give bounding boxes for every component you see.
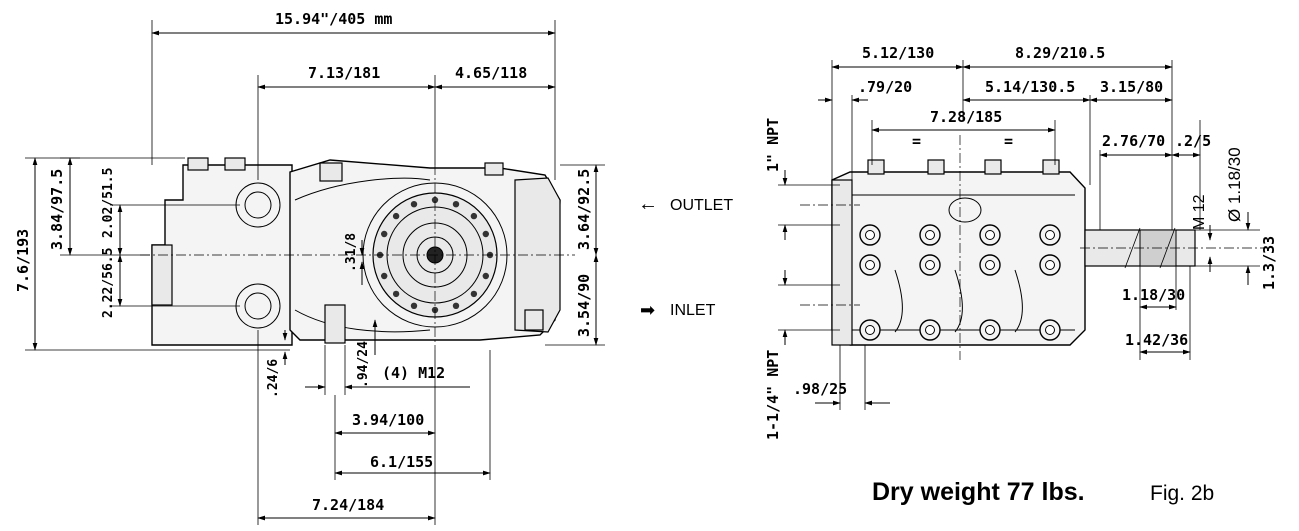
dim-overall-length: 15.94"/405 mm bbox=[275, 10, 392, 28]
flange-bolt bbox=[381, 230, 388, 238]
head-bolt-grid bbox=[859, 224, 1061, 341]
dim-24-6: .24/6 bbox=[266, 359, 281, 398]
right-dimension-lines bbox=[778, 60, 1260, 410]
dim-94-24: .94/24 bbox=[356, 341, 371, 388]
flange-bolt bbox=[410, 201, 418, 208]
dim-7-24-184: 7.24/184 bbox=[312, 496, 384, 514]
outlet-label: OUTLET bbox=[670, 197, 733, 214]
flange-bolt-ring bbox=[376, 196, 494, 314]
flange-bolt bbox=[410, 302, 418, 309]
flange-bolt bbox=[392, 290, 400, 298]
dim-3-64-92-5: 3.64/92.5 bbox=[575, 169, 593, 250]
left-dimension-labels: 15.94"/405 mm 7.13/181 4.65/118 7.6/193 … bbox=[14, 10, 593, 514]
dim-8-29-210-5: 8.29/210.5 bbox=[1015, 44, 1105, 62]
outlet-arrow: ← bbox=[638, 193, 658, 215]
flange-bolt bbox=[482, 272, 489, 280]
flange-bolt bbox=[470, 290, 478, 298]
dim-2-5: .2/5 bbox=[1175, 132, 1211, 150]
head-bolt-center bbox=[1045, 325, 1055, 335]
dim-98-25: .98/25 bbox=[793, 380, 847, 398]
head-bolt-center bbox=[985, 230, 995, 240]
dim-1-npt: 1" NPT bbox=[764, 118, 782, 172]
dim-31-8: .31/8 bbox=[344, 233, 359, 272]
figure-caption: Fig. 2b bbox=[1150, 482, 1214, 505]
right-dimension-labels: 5.12/130 8.29/210.5 .79/20 5.14/130.5 3.… bbox=[764, 44, 1278, 440]
dim-4-65-118: 4.65/118 bbox=[455, 64, 527, 82]
dim-3-84-97-5: 3.84/97.5 bbox=[48, 169, 66, 250]
flange-bolt bbox=[431, 196, 439, 204]
head-bolt-center bbox=[1045, 260, 1055, 270]
flange-bolt bbox=[470, 212, 478, 220]
dim-2-22-56-5: 2.22/56.5 bbox=[101, 248, 116, 318]
dim-2-02-51-5: 2.02/51.5 bbox=[101, 168, 116, 238]
head-bolt-center bbox=[985, 260, 995, 270]
dim-3-94-100: 3.94/100 bbox=[352, 411, 424, 429]
flange-bolt bbox=[452, 302, 460, 309]
dim-7-6-193: 7.6/193 bbox=[14, 229, 32, 292]
head-bolt-center bbox=[925, 230, 935, 240]
flange-bolt bbox=[482, 230, 489, 238]
right-pump-drawing bbox=[800, 135, 1265, 360]
dim-5-14-130-5: 5.14/130.5 bbox=[985, 78, 1075, 96]
dim-diameter-1-18-30: Ø 1.18/30 bbox=[1225, 147, 1244, 222]
footer: Dry weight 77 lbs. Fig. 2b bbox=[872, 478, 1214, 506]
head-bolt-center bbox=[865, 230, 875, 240]
dim-5-12-130: 5.12/130 bbox=[862, 44, 934, 62]
dim-3-15-80: 3.15/80 bbox=[1100, 78, 1163, 96]
dim-2-76-70: 2.76/70 bbox=[1102, 132, 1165, 150]
dim-1-18-30: 1.18/30 bbox=[1122, 286, 1185, 304]
head-bolt-center bbox=[1045, 230, 1055, 240]
flange-bolt bbox=[381, 272, 388, 280]
dim-1-3-33: 1.3/33 bbox=[1260, 236, 1278, 290]
head-bolt-center bbox=[925, 260, 935, 270]
port-labels: ← OUTLET ➡ INLET bbox=[638, 193, 733, 320]
dim-1-42-36: 1.42/36 bbox=[1125, 331, 1188, 349]
inlet-arrow: ➡ bbox=[640, 300, 655, 320]
dim-7-13-181: 7.13/181 bbox=[308, 64, 380, 82]
head-bolt-center bbox=[985, 325, 995, 335]
dim-3-54-90: 3.54/90 bbox=[575, 274, 593, 337]
dim-79-20: .79/20 bbox=[858, 78, 912, 96]
head-bolt-center bbox=[925, 325, 935, 335]
dim-4-m12: (4) M12 bbox=[382, 364, 445, 382]
left-pump-drawing bbox=[140, 157, 575, 350]
equal-spacing-left: = bbox=[912, 132, 921, 150]
equal-spacing-right: = bbox=[1004, 132, 1013, 150]
flange-bolt bbox=[452, 201, 460, 208]
head-bolt-center bbox=[865, 260, 875, 270]
flange-bolt bbox=[392, 212, 400, 220]
inlet-label: INLET bbox=[670, 302, 716, 319]
dim-1-1-4-npt: 1-1/4" NPT bbox=[764, 350, 782, 440]
dry-weight-note: Dry weight 77 lbs. bbox=[872, 478, 1085, 506]
dim-6-1-155: 6.1/155 bbox=[370, 453, 433, 471]
dim-m12: M 12 bbox=[1191, 194, 1208, 230]
left-dimension-lines bbox=[25, 20, 605, 525]
dim-7-28-185: 7.28/185 bbox=[930, 108, 1002, 126]
head-bolt-center bbox=[865, 325, 875, 335]
